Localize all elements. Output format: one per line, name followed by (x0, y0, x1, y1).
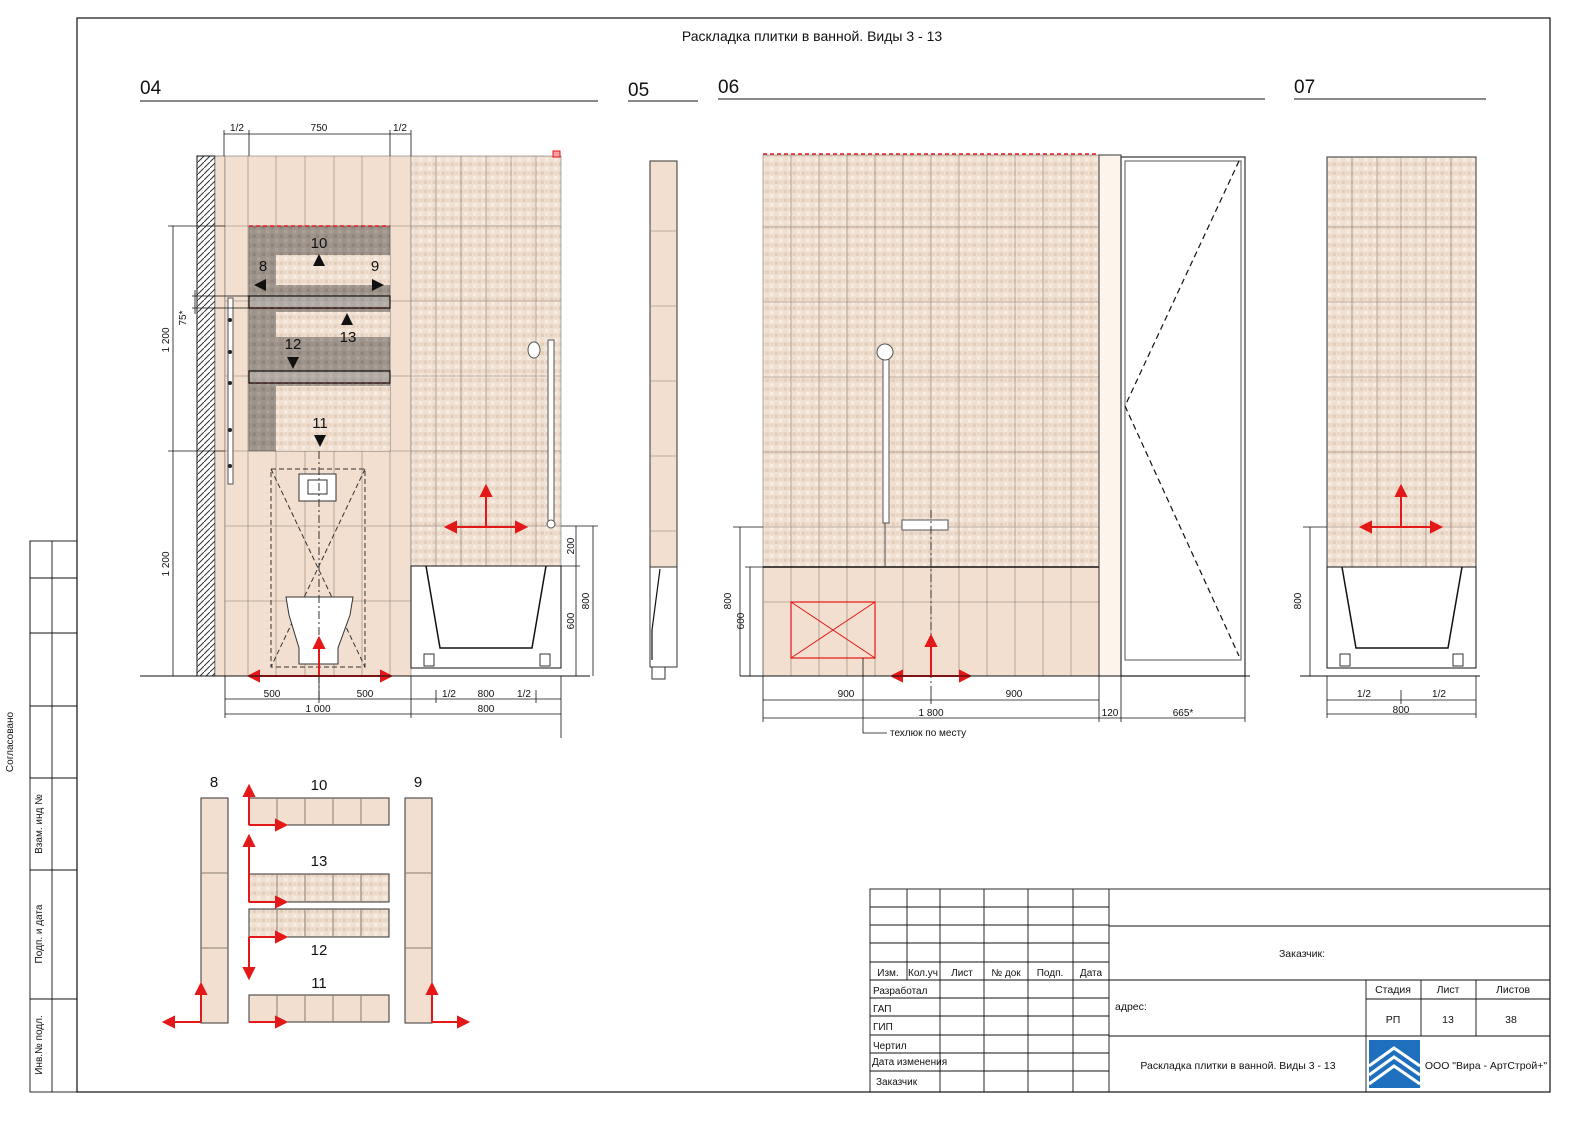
dim-06-665: 665* (1173, 708, 1194, 719)
view-headers: 04 05 06 07 (140, 77, 1486, 102)
tb-role-customer: Заказчик (876, 1077, 918, 1088)
detail-label-10: 10 (311, 777, 328, 794)
stamp-sign-date: Подп. и дата (34, 904, 45, 963)
dim-right-200: 200 (566, 537, 577, 554)
callout-11: 11 (312, 415, 328, 432)
view-label-07: 07 (1294, 77, 1315, 98)
niche-details: 8 10 9 13 12 11 (161, 774, 471, 1029)
tb-company: ООО "Вира - АртСтрой+" (1425, 1060, 1548, 1072)
tb-address: адрес: (1115, 1001, 1147, 1013)
tb-header-doc: № док (991, 968, 1021, 979)
title-block (869, 888, 1551, 1093)
detail-label-9: 9 (414, 774, 422, 791)
dim-bottom-800-a: 800 (478, 689, 495, 700)
shower-mixer (901, 519, 949, 531)
view-05 (649, 160, 678, 680)
view-04: 10 8 9 13 12 11 (140, 123, 598, 738)
niche-shelf-lower (248, 370, 391, 384)
dim-07-800: 800 (1393, 705, 1410, 716)
dim-06-900-right: 900 (1006, 689, 1023, 700)
tb-role-developer: Разработал (873, 985, 928, 997)
tb-header-sign: Подп. (1037, 968, 1064, 979)
tb-role-gip: ГИП (873, 1022, 893, 1033)
tb-drawing-name: Раскладка плитки в ванной. Виды 3 - 13 (1140, 1060, 1335, 1072)
hatch-note: техлюк по месту (890, 728, 966, 739)
tb-sheet-header: Лист (1437, 984, 1460, 996)
dim-06-120: 120 (1102, 708, 1119, 719)
access-hatch (790, 601, 876, 659)
shower-rail-06 (882, 354, 890, 524)
towel-rail (227, 297, 234, 485)
tb-header-date: Дата (1080, 968, 1103, 979)
tb-sheets-value: 38 (1505, 1014, 1517, 1026)
tb-customer: Заказчик: (1279, 948, 1325, 960)
niche-shelf-upper (248, 295, 391, 309)
detail-label-13: 13 (311, 853, 328, 870)
dim-bottom-1000: 1 000 (305, 704, 330, 715)
stamp-agreed: Согласовано (5, 712, 16, 773)
view-label-04: 04 (140, 78, 162, 99)
tb-stage-value: РП (1386, 1014, 1401, 1026)
callout-12: 12 (285, 336, 302, 353)
dim-right-800: 800 (581, 592, 592, 609)
dim-07-half-right: 1/2 (1432, 689, 1446, 700)
tb-header-sheet: Лист (951, 968, 973, 979)
view-06: 800 600 900 900 1 800 120 665* техлюк по… (723, 153, 1250, 739)
layout-origin-arrows-07 (1358, 483, 1444, 534)
shower-rail (547, 339, 555, 527)
dim-07-800-vertical: 800 (1293, 592, 1304, 609)
dim-top-half-left: 1/2 (230, 123, 244, 134)
dim-right-600: 600 (566, 612, 577, 629)
tb-role-gap: ГАП (873, 1004, 892, 1015)
shower-screen (1120, 156, 1246, 677)
dim-06-900-left: 900 (838, 689, 855, 700)
detail-label-12: 12 (311, 942, 328, 959)
callout-8: 8 (259, 258, 267, 275)
view-07: 800 1/2 1/2 800 (1293, 156, 1480, 718)
view-label-06: 06 (718, 77, 739, 98)
dim-06-1800: 1 800 (918, 708, 943, 719)
dim-07-half-left: 1/2 (1357, 689, 1371, 700)
company-logo (1368, 1040, 1421, 1088)
callout-9: 9 (371, 258, 379, 275)
bathtub (425, 565, 547, 649)
callout-10: 10 (311, 235, 328, 252)
wall-section (196, 155, 216, 677)
tb-sheet-value: 13 (1442, 1014, 1454, 1026)
tb-stage-header: Стадия (1375, 984, 1411, 996)
dim-bottom-500-right: 500 (357, 689, 374, 700)
dim-left-75: 75* (178, 310, 189, 325)
tb-sheets-header: Листов (1496, 984, 1531, 996)
dim-left-1200-top: 1 200 (161, 327, 172, 352)
dim-06-800: 800 (723, 592, 734, 609)
callout-13: 13 (340, 329, 357, 346)
view-label-05: 05 (628, 80, 649, 101)
dim-top-half-right: 1/2 (393, 123, 407, 134)
tb-role-drafter: Чертил (873, 1041, 907, 1052)
dim-left-1200-bottom: 1 200 (161, 551, 172, 576)
tb-header-qty: Кол.уч (908, 968, 938, 979)
sheet-title: Раскладка плитки в ванной. Виды 3 - 13 (682, 28, 943, 44)
dim-bottom-half-a: 1/2 (442, 689, 456, 700)
tb-role-change-date: Дата изменения (872, 1057, 947, 1068)
side-stamp (29, 540, 78, 1093)
tb-header-change: Изм. (877, 968, 898, 979)
stamp-inv-original: Инв.№ подл. (34, 1015, 45, 1075)
dim-06-600: 600 (736, 612, 747, 629)
bathtub-07 (1341, 566, 1463, 649)
dim-bottom-800-b: 800 (478, 704, 495, 715)
dim-bottom-500-left: 500 (264, 689, 281, 700)
detail-label-8: 8 (210, 774, 218, 791)
dim-top-750: 750 (311, 123, 328, 134)
dim-bottom-half-b: 1/2 (517, 689, 531, 700)
detail-label-11: 11 (311, 975, 327, 992)
stamp-replace-inv: Взам. инд № (34, 794, 45, 854)
